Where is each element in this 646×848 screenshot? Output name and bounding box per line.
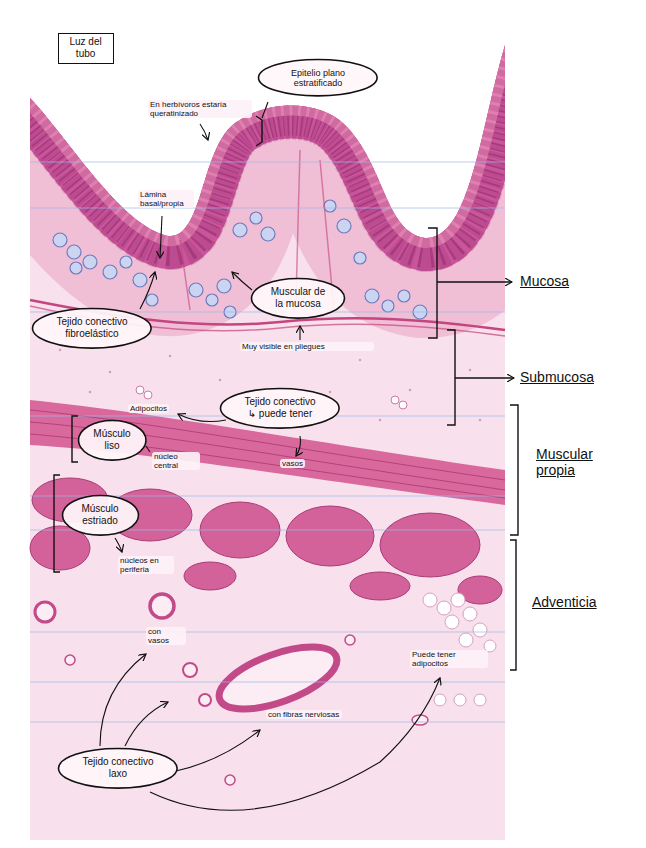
notebook-lines bbox=[30, 162, 505, 722]
layer-label: Submucosa bbox=[520, 369, 594, 385]
tissue-ground bbox=[30, 45, 505, 840]
layer-label: Adventicia bbox=[532, 594, 597, 610]
node-text: Tejido conectivo fibroelástico bbox=[52, 316, 132, 339]
layer-label: Muscular propia bbox=[536, 446, 626, 478]
note: núcleos en periferia bbox=[118, 556, 174, 574]
oval-shape bbox=[78, 420, 145, 460]
node-text: Muscular de la mucosa bbox=[267, 286, 329, 309]
note: Adipocitos bbox=[128, 404, 169, 413]
note: vasos bbox=[280, 459, 305, 468]
node-text: Luz del tubo bbox=[63, 36, 109, 59]
note: con fibras nerviosas bbox=[266, 710, 342, 719]
node-text: Tejido conectivo bbox=[240, 396, 320, 408]
mucosa-layers bbox=[30, 45, 505, 238]
node-text: Músculo liso bbox=[90, 428, 134, 451]
label-oval: Tejido conectivo fibroelástico bbox=[31, 307, 153, 350]
note: con vasos bbox=[146, 627, 186, 645]
note: Puede tener adipocitos bbox=[410, 650, 488, 668]
note: Lámina basal/propia bbox=[138, 190, 194, 208]
label-oval: Músculo estriado bbox=[61, 494, 140, 537]
label-oval: Epitelio plano estratificado bbox=[257, 58, 379, 97]
note: En herbívoros estaría queratinizado bbox=[148, 100, 252, 118]
layer-brackets bbox=[54, 116, 518, 670]
node-text: ↳ puede tener bbox=[240, 408, 320, 420]
oval-shape bbox=[33, 308, 152, 348]
label-box: Luz del tubo bbox=[58, 33, 114, 64]
node-text: Tejido conectivo laxo bbox=[78, 756, 158, 779]
node-text: Músculo estriado bbox=[75, 503, 125, 526]
note: Muy visible en pliegues bbox=[240, 342, 374, 351]
oval-shape bbox=[62, 495, 138, 535]
striated-muscle bbox=[30, 478, 502, 604]
label-oval: Muscular de la mucosa bbox=[250, 277, 346, 320]
oval-shape bbox=[259, 60, 378, 96]
tissue bbox=[30, 45, 505, 840]
submucosa-texture bbox=[59, 349, 482, 422]
label-oval: Tejido conectivo laxo bbox=[57, 747, 179, 790]
oval-shape bbox=[221, 388, 340, 428]
label-oval: Músculo liso bbox=[77, 419, 147, 462]
node-text: Epitelio plano estratificado bbox=[278, 68, 358, 89]
note: núcleo central bbox=[152, 452, 200, 470]
leader-lines bbox=[100, 102, 440, 810]
oval-shape bbox=[251, 278, 344, 318]
glands bbox=[53, 200, 427, 319]
label-oval: Tejido conectivo↳ puede tener bbox=[219, 387, 341, 430]
oval-shape bbox=[59, 748, 178, 788]
layer-label: Mucosa bbox=[520, 273, 569, 289]
